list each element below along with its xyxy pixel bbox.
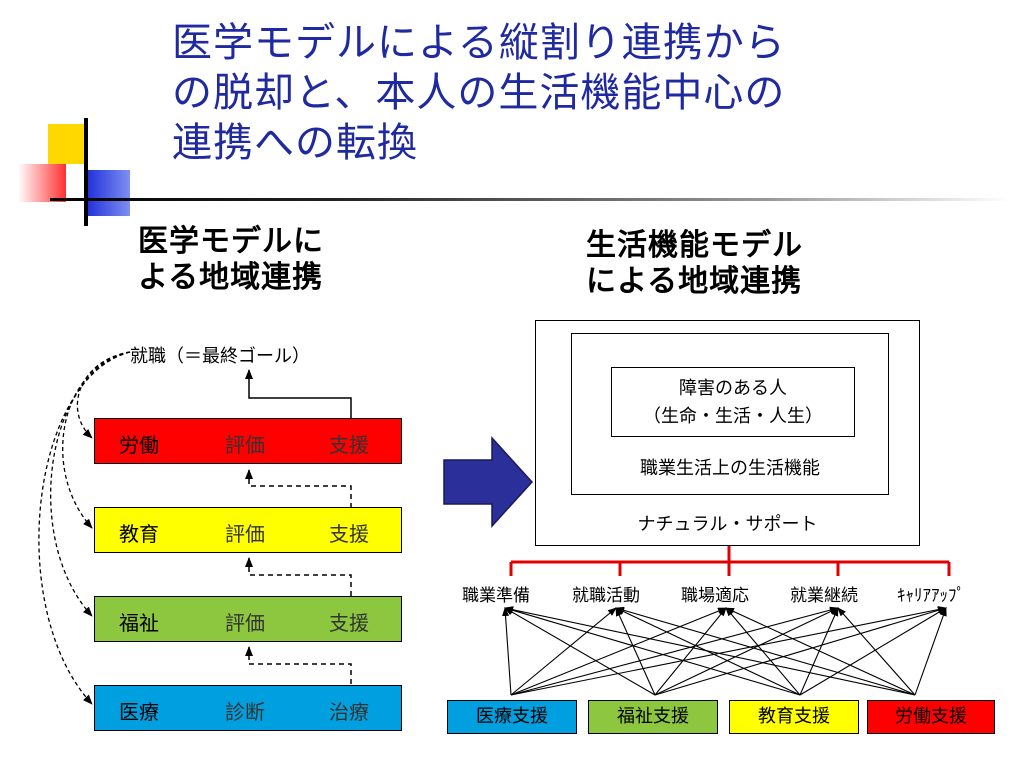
dept-name: 医療 — [119, 700, 159, 724]
support-link-1-2 — [654, 607, 727, 696]
activity-job-preparation: 職業準備 — [462, 586, 530, 606]
natural-support-label: ナチュラル・サポート — [637, 514, 818, 535]
goal-label: 就職（＝最終ゴール） — [130, 346, 310, 367]
step-treatment: 治療 — [329, 700, 369, 724]
dept-row-education: 教育 評価 支援 — [94, 507, 402, 553]
support-link-2-2 — [725, 607, 801, 696]
step-evaluation: 評価 — [225, 611, 265, 635]
natural-support-box — [535, 320, 920, 546]
activity-career-up: ｷｬﾘｱｱｯﾌﾟ — [897, 586, 965, 606]
goal-curve-welfare — [50, 351, 131, 617]
support-medical: 医療支援 — [447, 700, 577, 734]
decor-vertical-line — [84, 118, 88, 226]
support-link-3-0 — [504, 606, 916, 696]
person-label: 障害のある人 — [679, 378, 787, 399]
slide-title: 医学モデルによる縦割り連携から の脱却と、本人の生活機能中心の 連携への転換 — [172, 20, 786, 166]
life-function-box — [571, 333, 889, 495]
support-link-1-4 — [654, 606, 947, 696]
support-education: 教育支援 — [729, 700, 859, 734]
support-link-2-0 — [504, 606, 801, 696]
support-link-0-0 — [502, 607, 512, 696]
step-up-education-labor — [245, 469, 352, 508]
support-labor: 労働支援 — [867, 700, 995, 734]
right-heading: 生活機能モデル による地域連携 — [586, 228, 803, 299]
dept-name: 労働 — [119, 433, 159, 457]
step-evaluation: 評価 — [225, 522, 265, 546]
step-support: 支援 — [329, 522, 369, 546]
dept-row-welfare: 福祉 評価 支援 — [94, 596, 402, 642]
goal-connector — [245, 369, 352, 418]
support-link-0-3 — [510, 606, 839, 696]
step-up-welfare-education — [245, 557, 352, 596]
title-divider — [50, 198, 1010, 201]
step-support: 支援 — [329, 611, 369, 635]
support-link-0-2 — [510, 607, 727, 696]
decor-logo — [12, 118, 142, 228]
support-link-1-1 — [615, 607, 656, 696]
support-link-3-2 — [725, 607, 916, 696]
person-sublabel: （生命・生活・人生） — [643, 406, 823, 427]
step-evaluation: 評価 — [225, 433, 265, 457]
activity-job-search: 就職活動 — [572, 586, 640, 606]
support-link-0-4 — [510, 606, 947, 696]
support-link-0-1 — [510, 607, 617, 696]
support-link-1-0 — [504, 607, 656, 696]
support-link-2-3 — [799, 607, 839, 696]
dept-name: 福祉 — [119, 611, 159, 635]
step-diagnosis: 診断 — [225, 700, 265, 724]
decor-red-square — [18, 164, 66, 202]
activity-job-retention: 就業継続 — [790, 586, 858, 606]
transition-arrow-icon — [443, 436, 534, 528]
dept-row-medical: 医療 診断 治療 — [94, 685, 402, 731]
activity-workplace-adaptation: 職場適応 — [681, 586, 749, 606]
support-link-2-4 — [799, 607, 947, 696]
dept-name: 教育 — [119, 522, 159, 546]
dept-row-labor: 労働 評価 支援 — [94, 418, 402, 464]
decor-blue-square — [84, 170, 130, 216]
person-box — [611, 367, 855, 437]
support-welfare: 福祉支援 — [588, 700, 718, 734]
left-heading: 医学モデルに よる地域連携 — [138, 224, 324, 295]
support-link-3-4 — [914, 607, 947, 696]
support-link-3-3 — [837, 607, 916, 696]
decor-yellow-square — [48, 124, 88, 164]
step-support: 支援 — [329, 433, 369, 457]
support-link-1-3 — [654, 607, 839, 696]
life-function-label: 職業生活上の生活機能 — [640, 458, 820, 479]
step-up-medical-welfare — [245, 646, 352, 684]
goal-curve-medical — [38, 351, 131, 705]
support-link-3-1 — [615, 606, 916, 696]
goal-curve-education — [62, 351, 131, 529]
